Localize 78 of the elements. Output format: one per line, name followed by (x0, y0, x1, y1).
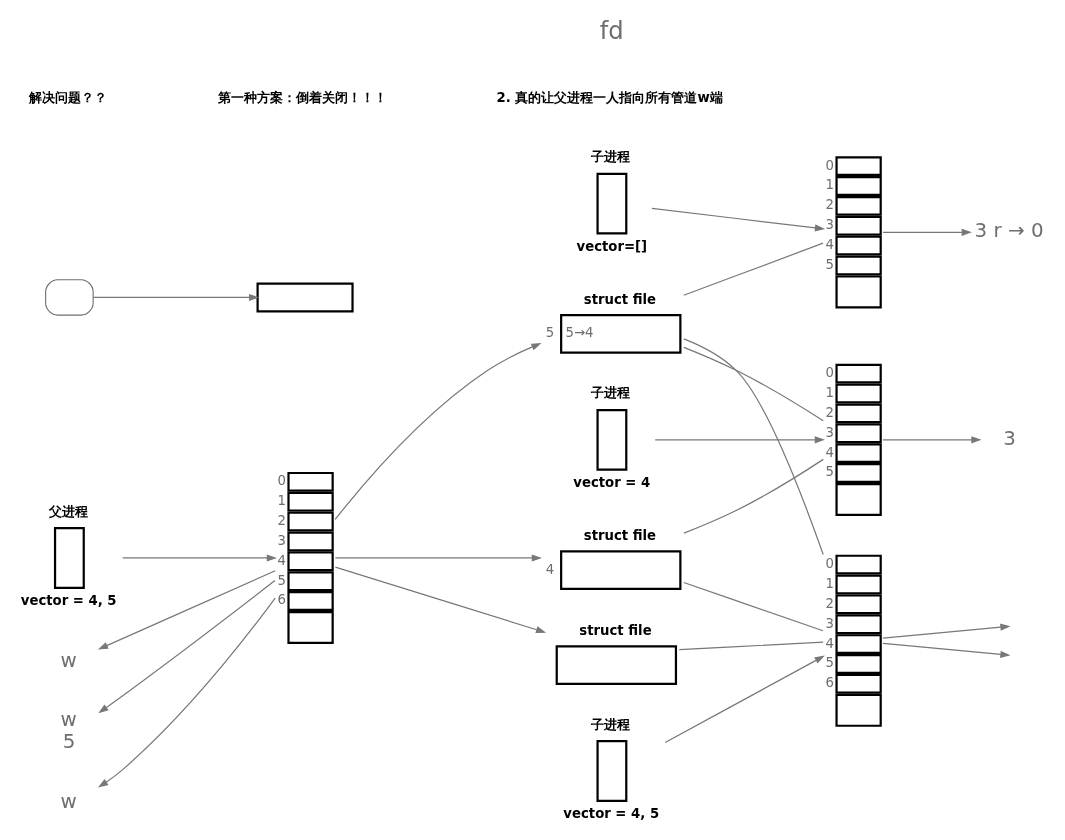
node-label: 5 (825, 464, 834, 480)
connector (682, 581, 824, 632)
arrow (881, 436, 981, 444)
node-label: 2 (825, 595, 834, 611)
node-label: struct file (583, 527, 656, 543)
node-label: struct file (583, 291, 656, 307)
node-box (595, 740, 627, 802)
arrow (650, 207, 825, 232)
node-box (559, 550, 681, 590)
node-label: 6 (276, 592, 286, 608)
node-text: 3 r → 0 (974, 219, 1044, 243)
node-label: 5 (276, 572, 286, 588)
node-text: w (60, 789, 77, 813)
arrow (334, 566, 546, 634)
node-label: 0 (825, 556, 834, 572)
node-label: 3 (825, 424, 834, 440)
node-label: 1 (276, 493, 286, 509)
node-label: 父进程 (48, 503, 88, 519)
node-label: 4 (825, 237, 834, 253)
node-label: struct file (578, 622, 652, 638)
arrow (881, 228, 972, 236)
node-label: 子进程 (591, 385, 630, 401)
node-box (595, 408, 627, 471)
node-box (44, 279, 94, 316)
arrow (881, 623, 1010, 639)
node-label: 3 (825, 615, 834, 631)
node-box (256, 282, 354, 313)
connector (682, 242, 824, 296)
arrow (654, 436, 825, 444)
node-label: vector = 4, 5 (20, 593, 117, 608)
node-label: vector = 4, 5 (562, 806, 659, 822)
arrow (97, 579, 276, 714)
node-label: 1 (825, 384, 834, 400)
node-label: 0 (825, 157, 834, 173)
node-label: 2 (825, 404, 834, 420)
connector (678, 641, 824, 651)
arrow (121, 554, 277, 562)
arrow (97, 597, 276, 788)
node-box (595, 172, 627, 235)
node-label: 6 (825, 675, 834, 691)
label: 2. 真的让父进程一人指向所有管道w端 (496, 90, 723, 106)
label: 第一种方案：倒着关闭！！！ (217, 90, 387, 106)
arrow (334, 554, 542, 562)
node-label: vector=[] (576, 238, 647, 254)
node-text: w 5 (60, 708, 77, 754)
node-text: w (60, 648, 77, 672)
label: fd (599, 15, 624, 45)
arrow (334, 343, 542, 521)
node-label: 3 (825, 217, 834, 233)
node-label: 0 (825, 365, 834, 381)
arrow (92, 293, 259, 302)
node-label: 1 (825, 177, 834, 193)
arrow (881, 642, 1010, 658)
node-box (555, 645, 677, 685)
node-label: 4 (825, 635, 834, 651)
node-label: 4 (276, 552, 286, 568)
node-label: 4 (825, 444, 834, 460)
node-label: 2 (825, 197, 834, 213)
node-box: 5→4 (559, 314, 681, 354)
node-label: 4 (545, 561, 554, 577)
node-label: 子进程 (591, 716, 630, 732)
node-label: vector = 4 (572, 474, 650, 490)
arrow (97, 570, 276, 650)
node-text: 3 (1002, 426, 1016, 450)
arrow (664, 655, 825, 744)
node-box (53, 527, 85, 589)
label: 解决问题？？ (28, 90, 107, 106)
connector (682, 346, 824, 422)
node-label: 子进程 (591, 149, 630, 165)
node-label: 3 (276, 532, 286, 548)
node-label: 5 (825, 256, 834, 272)
node-label: 0 (276, 473, 286, 489)
node-label: 1 (825, 575, 834, 591)
connector (682, 338, 824, 556)
node-label: 2 (276, 512, 286, 528)
node-label: 5 (825, 655, 834, 671)
node-label: 5 (545, 325, 554, 341)
connector (682, 458, 824, 534)
